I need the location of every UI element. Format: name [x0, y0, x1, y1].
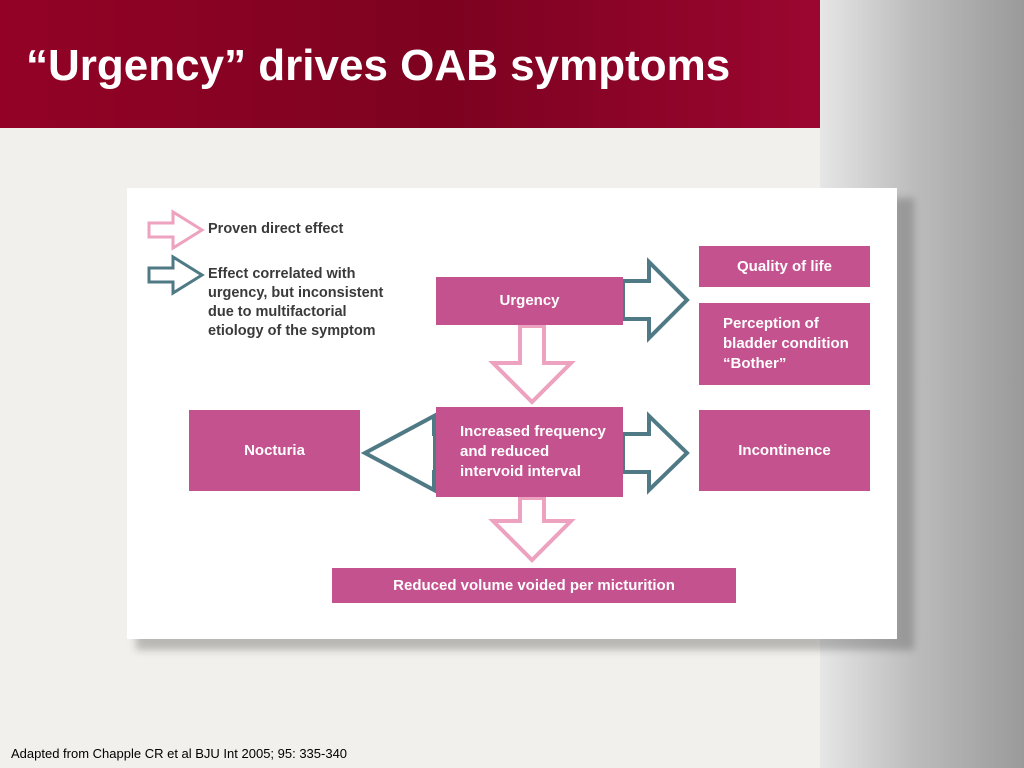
- legend-correlated-arrow: [147, 254, 205, 296]
- node-quality-of-life: Quality of life: [699, 246, 870, 287]
- arrow-urgency-to-outcomes: [621, 257, 690, 343]
- legend-proven-arrow: [147, 209, 205, 251]
- legend-correlated-label: Effect correlated with urgency, but inco…: [208, 266, 384, 339]
- node-nocturia: Nocturia: [189, 410, 360, 491]
- node-perception: Perception of bladder condition “Bother”: [699, 303, 870, 385]
- node-reduced-volume: Reduced volume voided per micturition: [332, 568, 736, 603]
- title-bar: “Urgency” drives OAB symptoms: [0, 0, 820, 128]
- slide-title: “Urgency” drives OAB symptoms: [26, 41, 731, 90]
- citation: Adapted from Chapple CR et al BJU Int 20…: [11, 746, 348, 761]
- diagram-figure: Proven direct effect Effect correlated w…: [127, 188, 897, 639]
- node-incontinence: Incontinence: [699, 410, 870, 491]
- node-frequency: Increased frequency and reduced intervoi…: [436, 407, 623, 497]
- legend-proven-label: Proven direct effect: [208, 221, 344, 237]
- node-urgency: Urgency: [436, 277, 623, 325]
- diagram-arrows: [147, 209, 690, 563]
- arrow-frequency-to-nocturia: [360, 412, 437, 494]
- arrow-frequency-to-incontinence: [621, 411, 690, 495]
- arrow-frequency-to-reduced-volume: [488, 496, 576, 563]
- arrow-urgency-to-frequency: [488, 324, 576, 405]
